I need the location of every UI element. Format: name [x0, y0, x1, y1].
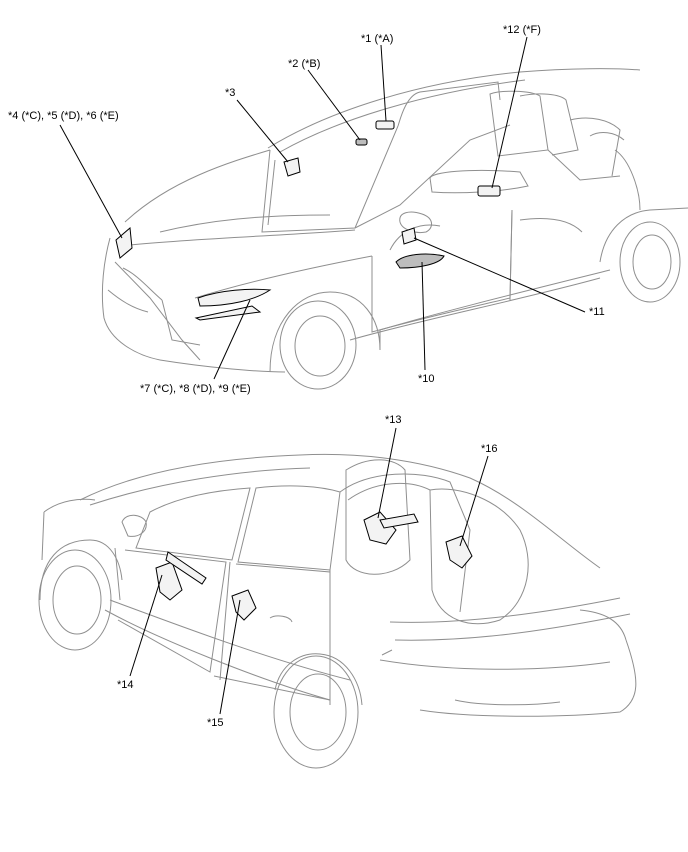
callout-4-5-6: *4 (*C), *5 (*D), *6 (*E): [8, 110, 119, 122]
callout-7-8-9: *7 (*C), *8 (*D), *9 (*E): [140, 383, 251, 395]
front-leader-lines: [59, 36, 586, 380]
part-16-shape: [445, 535, 473, 569]
part-10-shape: [395, 253, 445, 269]
callout-14: *14: [117, 679, 134, 691]
part-13-shape: [363, 511, 397, 545]
part-14b-shape: [165, 551, 207, 585]
part-15-shape: [231, 589, 257, 621]
callout-1: *1 (*A): [361, 33, 393, 45]
part-4-shape: [115, 226, 133, 259]
rear-leader-lines: [129, 427, 489, 715]
part-12-shape: [477, 185, 501, 197]
front-car-illustration: [101, 68, 688, 390]
part-13b-shape: [379, 513, 419, 529]
part-3-shape: [283, 157, 301, 177]
callout-labels: *1 (*A) *2 (*B) *3 *4 (*C), *5 (*D), *6 …: [8, 24, 605, 729]
front-parts: [115, 120, 501, 321]
part-7b-shape: [194, 305, 262, 321]
part-14-shape: [155, 561, 183, 601]
callout-13: *13: [385, 414, 402, 426]
rear-car-illustration: [38, 453, 637, 769]
callout-3: *3: [225, 87, 235, 99]
part-7-shape: [197, 288, 272, 307]
rear-parts: [155, 511, 473, 621]
part-2-shape: [355, 138, 368, 146]
callout-10: *10: [418, 373, 435, 385]
callout-11: *11: [589, 306, 605, 318]
callout-12: *12 (*F): [503, 24, 541, 36]
callout-16: *16: [481, 443, 498, 455]
part-1-shape: [375, 120, 395, 130]
callout-2: *2 (*B): [288, 58, 320, 70]
callout-15: *15: [207, 717, 224, 729]
part-11-shape: [401, 227, 417, 245]
